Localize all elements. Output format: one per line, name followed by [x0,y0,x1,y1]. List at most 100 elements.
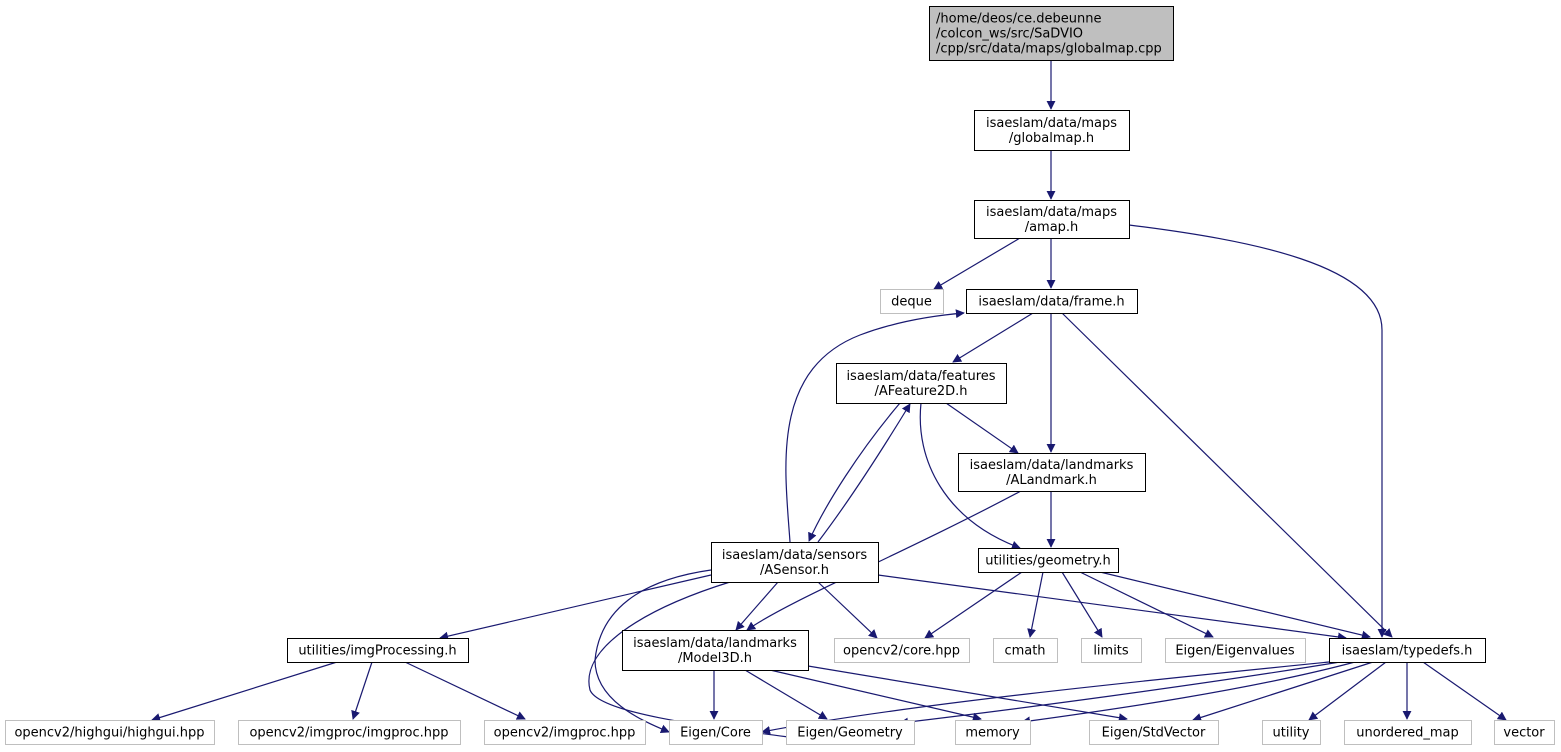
node-label-line: opencv2/highgui/highgui.hpp [14,726,204,741]
node-label-line: /Model3D.h [678,651,752,666]
edge-imgprocessing_h-to-highgui [151,661,338,722]
node-label-line: limits [1093,644,1129,659]
node-box [929,6,1174,61]
edge-afeature2d_h-to-geometry_h [919,402,1021,550]
node-box [836,363,1007,404]
edge-typedefs_h-to-stdvector [1192,661,1374,722]
edge-typedefs_h-to-eigen_geometry [899,661,1341,727]
node-label-line: isaeslam/data/features [846,369,995,384]
node-label-line: opencv2/imgproc.hpp [494,726,636,741]
node-box [669,720,763,745]
node-frame-h[interactable]: isaeslam/data/frame.h [966,289,1138,314]
edge-typedefs_h-to-memory [1021,661,1356,726]
node-box [1494,720,1555,745]
node-label-line: opencv2/imgproc/imgproc.hpp [249,726,448,741]
edge-asensor_h-to-frame_h [785,309,965,543]
edge-afeature2d_h-to-asensor_h [808,402,901,542]
node-asensor-h[interactable]: isaeslam/data/sensors/ASensor.h [711,542,879,583]
node-unordered-map: unordered_map [1344,720,1472,745]
node-label-line: /globalmap.h [1009,131,1094,146]
node-box [484,720,646,745]
edge-asensor_h-to-opencv_core [817,581,878,639]
node-label-line: utility [1273,726,1310,741]
node-label-line: isaeslam/data/landmarks [970,458,1134,473]
node-box [786,720,915,745]
node-box [287,638,469,663]
node-box [966,289,1138,314]
edge-geometry_h-to-cmath [1027,571,1044,638]
edge-geometry_h-to-typedefs_h [1099,571,1371,640]
node-label-line: isaeslam/data/maps [986,205,1117,220]
node-label-line: /ALandmark.h [1006,473,1097,488]
node-memory: memory [955,720,1031,745]
node-box [974,110,1130,151]
edge-typedefs_h-to-utility [1308,661,1387,721]
node-label-line: /home/deos/ce.debeunne [936,12,1101,27]
edge-imgprocessing_h-to-imgproc_hpp [404,661,526,720]
node-vector: vector [1494,720,1555,745]
node-imgproc-imgproc: opencv2/imgproc/imgproc.hpp [238,720,461,745]
edge-asensor_h-to-imgprocessing_h [439,574,712,641]
node-label-line: unordered_map [1356,726,1459,741]
edge-geometry_h-to-limits [1061,571,1103,638]
node-label-line: utilities/imgProcessing.h [298,644,456,659]
node-model3d-h[interactable]: isaeslam/data/landmarks/Model3D.h [622,630,809,671]
edge-imgprocessing_h-to-imgproc_imgproc [351,661,373,720]
node-eigenvalues: Eigen/Eigenvalues [1165,638,1306,663]
node-imgproc-hpp: opencv2/imgproc.hpp [484,720,646,745]
node-label-line: opencv2/core.hpp [843,644,960,659]
node-box [622,630,809,671]
node-label-line: /ASensor.h [760,563,829,578]
node-opencv-core: opencv2/core.hpp [834,638,970,663]
node-label-line: /amap.h [1025,220,1079,235]
node-typedefs-h[interactable]: isaeslam/typedefs.h [1329,638,1486,663]
edge-model3d_h-to-memory [769,669,982,722]
node-label-line: /cpp/src/data/maps/globalmap.cpp [936,42,1162,57]
node-label-line: Eigen/Core [680,726,751,741]
node-box [1165,638,1306,663]
node-deque: deque [880,289,944,314]
node-label-line: cmath [1004,644,1045,659]
node-eigen-core: Eigen/Core [669,720,763,745]
node-box [834,638,970,663]
edge-asensor_h-to-typedefs_h [877,574,1347,642]
edge-asensor_h-to-model3d_h [735,581,779,631]
node-label-line: vector [1503,726,1545,741]
node-box [958,453,1146,492]
node-stdvector: Eigen/StdVector [1089,720,1219,745]
node-label-line: isaeslam/data/sensors [722,548,867,563]
edge-model3d_h-to-stdvector [807,665,1128,723]
node-limits: limits [1081,638,1142,663]
edges [151,60,1507,744]
node-box [974,200,1130,239]
node-globalmap-h[interactable]: isaeslam/data/maps/globalmap.h [974,110,1130,151]
node-label-line: memory [965,726,1020,741]
node-cmath: cmath [993,638,1058,663]
node-box [1329,638,1486,663]
nodes: /home/deos/ce.debeunne/colcon_ws/src/SaD… [5,6,1555,745]
node-box [1344,720,1472,745]
node-utility: utility [1262,720,1321,745]
node-afeature2d-h[interactable]: isaeslam/data/features/AFeature2D.h [836,363,1007,404]
node-box [955,720,1031,745]
node-label-line: /colcon_ws/src/SaDVIO [936,27,1083,42]
node-amap-h[interactable]: isaeslam/data/maps/amap.h [974,200,1130,239]
node-label-line: Eigen/StdVector [1102,726,1206,741]
node-label-line: isaeslam/data/landmarks [633,636,797,651]
node-box [993,638,1058,663]
node-box [1089,720,1219,745]
edge-asensor_h-to-afeature2d_h [817,403,911,543]
node-box [978,548,1119,573]
node-imgprocessing-h[interactable]: utilities/imgProcessing.h [287,638,469,663]
edge-afeature2d_h-to-alandmark_h [945,402,1019,454]
node-box [711,542,879,583]
node-geometry-h[interactable]: utilities/geometry.h [978,548,1119,573]
node-label-line: isaeslam/data/maps [986,116,1117,131]
edge-amap_h-to-deque [933,237,1021,290]
node-label-line: Eigen/Geometry [797,726,903,741]
node-label-line: utilities/geometry.h [985,554,1111,569]
node-root[interactable]: /home/deos/ce.debeunne/colcon_ws/src/SaD… [929,6,1174,61]
node-box [238,720,461,745]
node-alandmark-h[interactable]: isaeslam/data/landmarks/ALandmark.h [958,453,1146,492]
